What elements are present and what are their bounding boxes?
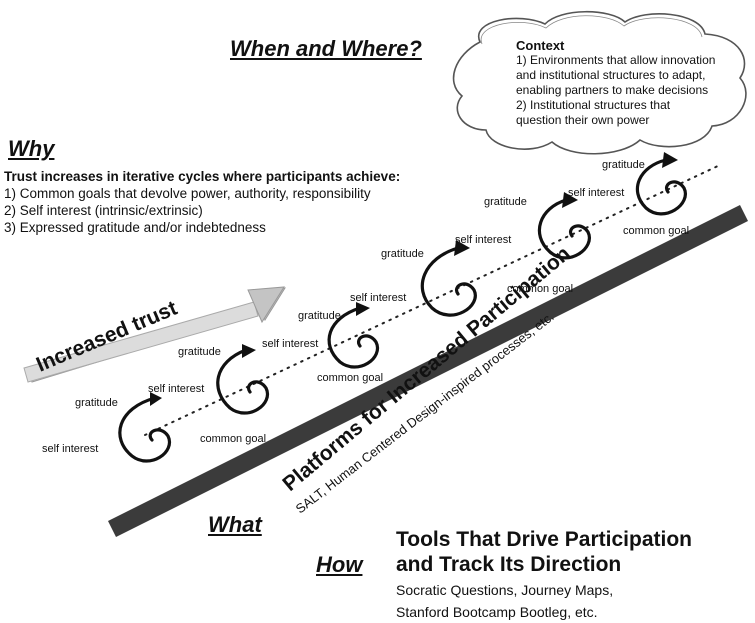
why-intro: Trust increases in iterative cycles wher… — [4, 169, 401, 184]
label-common-goal-1: common goal — [200, 433, 266, 445]
how-title-line-2: and Track Its Direction — [396, 553, 622, 576]
label-gratitude-2: gratitude — [178, 346, 221, 358]
label-gratitude-6: gratitude — [602, 159, 645, 171]
why-item-3: 3) Expressed gratitude and/or indebtedne… — [4, 220, 266, 235]
label-common-goal-2: common goal — [317, 372, 383, 384]
platform-bar — [108, 205, 748, 537]
cycle-spiral-2 — [216, 344, 270, 415]
context-block: Context 1) Environments that allow innov… — [516, 38, 748, 128]
how-sub-line-2: Stanford Bootcamp Bootleg, etc. — [396, 604, 598, 620]
label-self-interest-5: self interest — [455, 234, 511, 246]
why-heading: Why — [8, 136, 55, 161]
cycle-spiral-1 — [118, 392, 172, 463]
label-self-interest-4: self interest — [350, 292, 406, 304]
cycle-spiral-3 — [327, 302, 380, 369]
context-line-2: and institutional structures to adapt, — [516, 68, 706, 82]
context-line-4: 2) Institutional structures that — [516, 98, 671, 112]
label-self-interest-6: self interest — [568, 187, 624, 199]
why-item-2: 2) Self interest (intrinsic/extrinsic) — [4, 203, 203, 218]
how-title-line-1: Tools That Drive Participation — [396, 528, 692, 551]
what-label: What — [208, 512, 262, 537]
cycle-spiral-4 — [420, 240, 477, 317]
platform-title: Platforms for Increased Participation — [278, 242, 574, 496]
cycle-spiral-6 — [635, 152, 687, 216]
context-line-5: question their own power — [516, 113, 650, 127]
label-self-interest-3: self interest — [262, 338, 318, 350]
how-sub-line-1: Socratic Questions, Journey Maps, — [396, 582, 614, 598]
context-line-1: 1) Environments that allow innovation — [516, 53, 716, 67]
trust-trajectory — [144, 164, 721, 436]
context-cloud — [452, 10, 747, 155]
why-item-1: 1) Common goals that devolve power, auth… — [4, 186, 371, 201]
label-gratitude-3: gratitude — [298, 310, 341, 322]
label-common-goal-4: common goal — [623, 225, 689, 237]
label-gratitude-5: gratitude — [484, 196, 527, 208]
label-self-interest-2: self interest — [148, 383, 204, 395]
label-gratitude-4: gratitude — [381, 248, 424, 260]
when-and-where-title: When and Where? — [230, 36, 422, 61]
cycle-spiral-5 — [537, 192, 591, 260]
how-block: Tools That Drive Participation and Track… — [396, 527, 752, 623]
label-common-goal-3: common goal — [507, 283, 573, 295]
label-gratitude-1: gratitude — [75, 397, 118, 409]
why-block: Trust increases in iterative cycles wher… — [4, 168, 454, 236]
how-label: How — [316, 552, 363, 577]
context-line-3: enabling partners to make decisions — [516, 83, 709, 97]
context-heading: Context — [516, 38, 565, 53]
label-self-interest-1: self interest — [42, 443, 98, 455]
